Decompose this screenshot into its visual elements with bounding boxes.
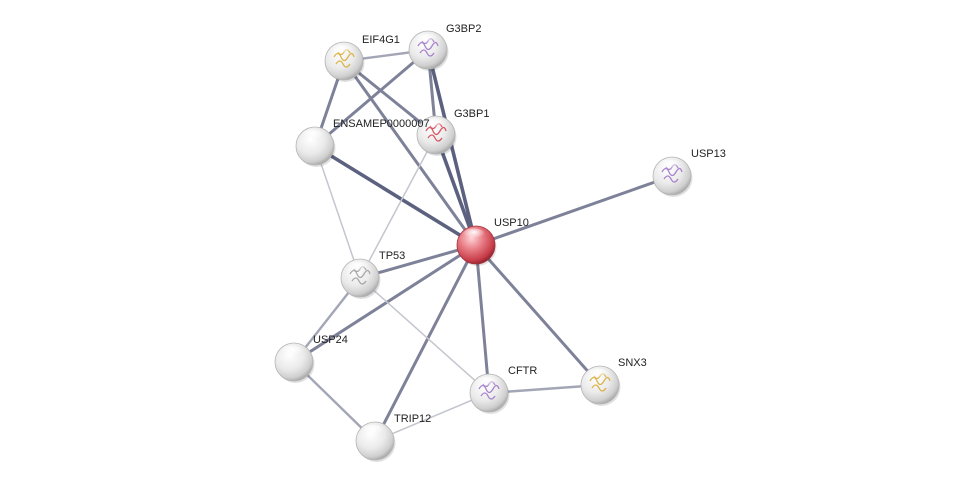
node-label-usp13: USP13 [691,148,726,160]
node-label-trip12: TRIP12 [394,413,431,425]
node-gloss [280,345,304,358]
edge-usp10-g3bp1[interactable] [434,133,478,247]
node-g3bp1[interactable]: G3BP1 [416,108,489,156]
node-snx3[interactable]: SNX3 [580,357,647,406]
edge-tp53-cftr[interactable] [359,277,490,394]
node-label-ensamep: ENSAMEP0000007 [333,118,430,130]
edge-g3bp1-tp53[interactable] [359,134,437,279]
node-usp24[interactable]: USP24 [274,334,348,383]
edge-usp10-ensamep[interactable] [313,144,478,247]
node-gloss [462,228,486,241]
node-ensamep[interactable]: ENSAMEP0000007 [295,118,430,167]
edge-g3bp2-ensamep[interactable] [313,48,430,148]
node-label-g3bp2: G3BP2 [446,23,481,35]
node-label-g3bp1: G3BP1 [454,108,489,120]
edge-usp10-usp24[interactable] [292,243,478,364]
node-gloss [586,368,610,381]
node-gloss [475,376,499,389]
node-gloss [414,33,438,46]
node-cftr[interactable]: CFTR [469,365,537,414]
node-label-eif4g1: EIF4G1 [362,34,400,46]
edge-trip12-cftr[interactable] [374,392,490,442]
node-gloss [330,44,354,57]
node-usp10[interactable]: USP10 [456,217,529,266]
edge-usp10-eif4g1[interactable] [342,59,478,247]
edge-usp10-g3bp2[interactable] [426,48,478,247]
node-eif4g1[interactable]: EIF4G1 [324,34,400,82]
node-label-tp53: TP53 [379,250,405,262]
edge-usp10-trip12[interactable] [373,243,478,443]
node-tp53[interactable]: TP53 [340,250,405,299]
edge-usp10-snx3[interactable] [474,243,602,387]
edge-usp10-usp13[interactable] [474,174,674,247]
node-gloss [301,129,325,142]
node-gloss [658,159,682,172]
nodes-layer: USP10 EIF4G1 G3BP2G3BP1ENSAMEP0000007USP13… [274,23,726,462]
node-gloss [361,424,385,437]
node-gloss [346,261,370,274]
edge-usp10-tp53[interactable] [358,243,478,280]
node-label-usp10: USP10 [494,217,529,229]
node-gloss [422,118,446,131]
node-g3bp2[interactable]: G3BP2 [408,23,481,71]
node-usp13[interactable]: USP13 [652,148,726,197]
edge-ensamep-tp53[interactable] [314,145,361,279]
edge-eif4g1-g3bp1[interactable] [342,59,438,137]
node-label-cftr: CFTR [508,365,537,377]
edge-usp10-cftr[interactable] [474,243,491,395]
node-label-snx3: SNX3 [618,357,647,369]
node-trip12[interactable]: TRIP12 [355,413,431,462]
node-label-usp24: USP24 [313,334,348,346]
